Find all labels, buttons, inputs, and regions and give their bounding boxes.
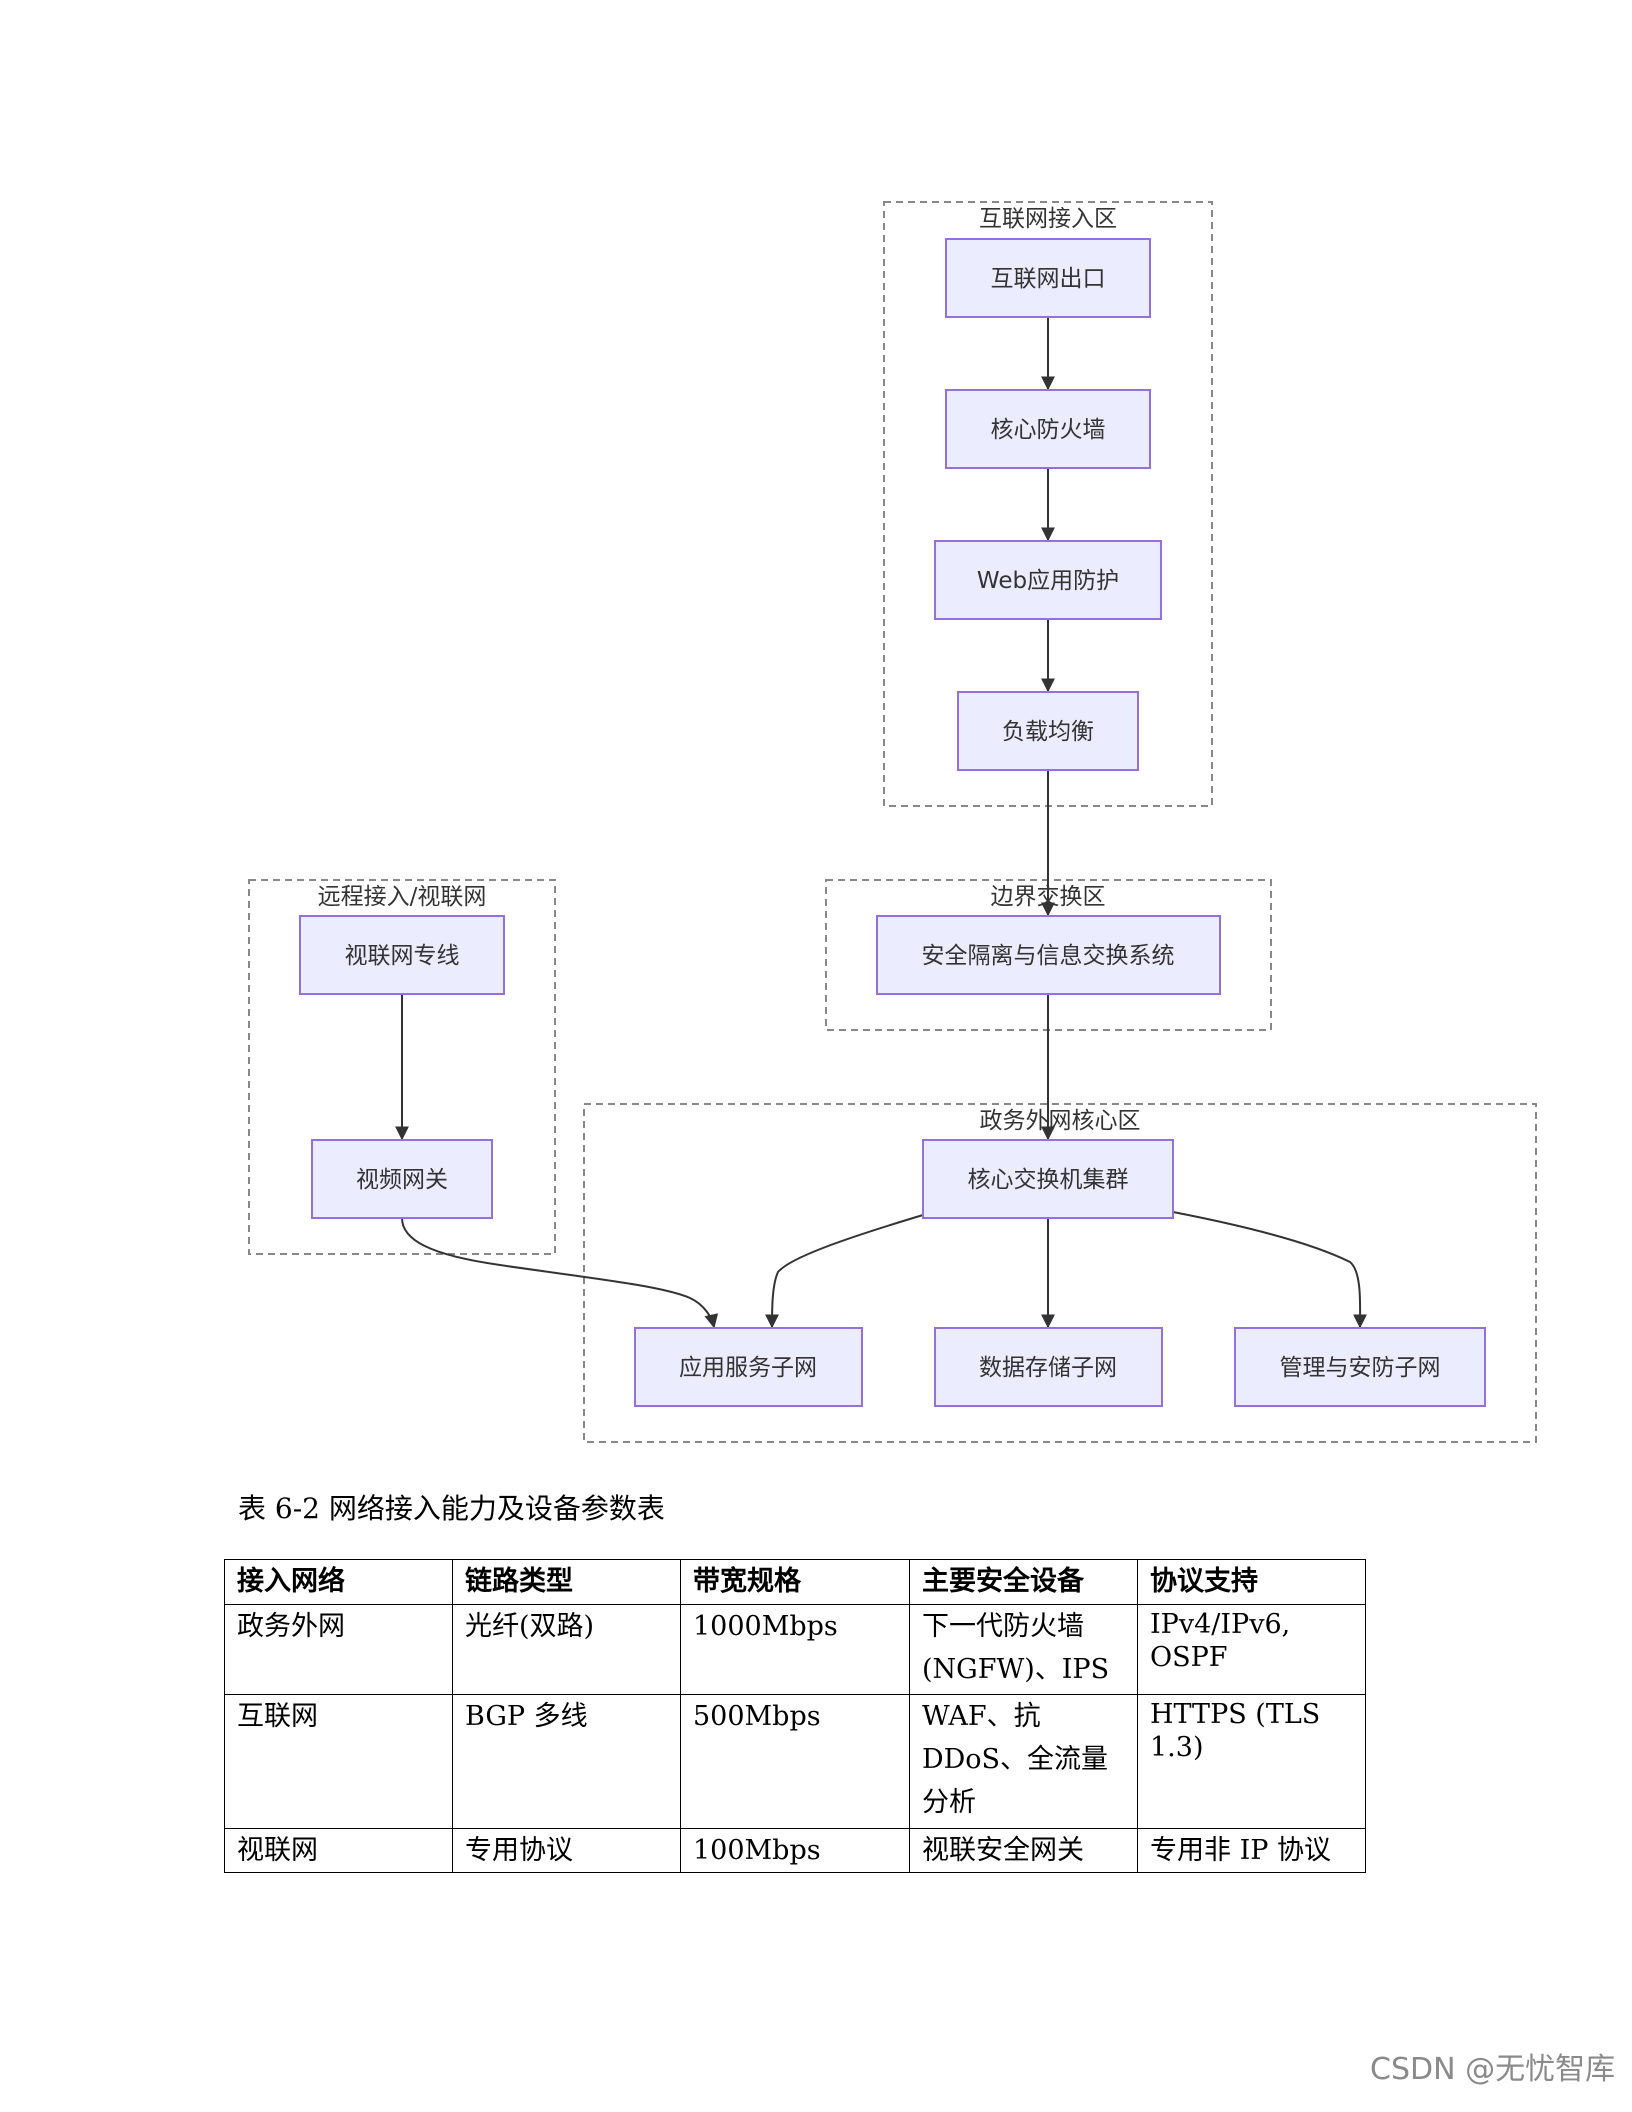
node-video-line: 视联网专线	[299, 915, 505, 995]
table-cell: 光纤(双路)	[452, 1604, 681, 1695]
table-cell: 政务外网	[224, 1604, 453, 1695]
table-cell: HTTPS (TLS 1.3)	[1137, 1694, 1366, 1829]
edge-gateway-to-app	[401, 1217, 719, 1329]
zone-core: 政务外网核心区	[583, 1103, 1537, 1443]
network-params-table: 接入网络 链路类型 带宽规格 主要安全设备 协议支持 政务外网 光纤(双路) 1…	[224, 1559, 1366, 1873]
node-mgmt-security-subnet: 管理与安防子网	[1234, 1327, 1486, 1407]
table-cell: 100Mbps	[680, 1828, 910, 1873]
node-video-gateway: 视频网关	[311, 1139, 493, 1219]
svg-text:核心防火墙: 核心防火墙	[991, 417, 1106, 443]
network-architecture-diagram: 互联网接入区 远程接入/视联网 边界交换区 政务外网核心区 互联网出口 核心防火…	[248, 201, 1537, 1443]
svg-text:核心交换机集群: 核心交换机集群	[968, 1167, 1129, 1193]
node-web-application-firewall: Web应用防护	[934, 540, 1162, 620]
table-header-cell: 链路类型	[452, 1559, 681, 1605]
node-app-service-subnet: 应用服务子网	[634, 1327, 863, 1407]
svg-text:应用服务子网: 应用服务子网	[679, 1355, 817, 1381]
node-core-firewall: 核心防火墙	[945, 389, 1151, 469]
diagram-edges	[395, 318, 1368, 1329]
node-core-switch-cluster: 核心交换机集群	[922, 1139, 1174, 1219]
table-header-cell: 主要安全设备	[909, 1559, 1138, 1605]
table-cell: 1000Mbps	[680, 1604, 910, 1695]
node-internet-exit: 互联网出口	[945, 238, 1151, 318]
table-header-cell: 接入网络	[224, 1559, 453, 1605]
svg-text:管理与安防子网: 管理与安防子网	[1280, 1355, 1441, 1381]
zone-remote-access: 远程接入/视联网	[248, 879, 556, 1255]
table-header-cell: 带宽规格	[680, 1559, 910, 1605]
svg-text:Web应用防护: Web应用防护	[977, 568, 1119, 594]
table-caption: 表 6-2 网络接入能力及设备参数表	[238, 1492, 665, 1525]
table-row: 视联网 专用协议 100Mbps 视联安全网关 专用非 IP 协议	[224, 1828, 1366, 1873]
table-cell: 下一代防火墙(NGFW)、IPS	[909, 1604, 1138, 1695]
table-cell: 互联网	[224, 1694, 453, 1829]
table-header-cell: 协议支持	[1137, 1559, 1366, 1605]
node-data-storage-subnet: 数据存储子网	[934, 1327, 1163, 1407]
table-cell: 视联网	[224, 1828, 453, 1873]
edge-core-to-mgmt	[1172, 1211, 1368, 1329]
svg-text:负载均衡: 负载均衡	[1002, 719, 1094, 745]
table-cell: WAF、抗DDoS、全流量分析	[909, 1694, 1138, 1829]
zone-remote-access-label: 远程接入/视联网	[318, 884, 487, 910]
csdn-watermark: CSDN @无忧智库	[1370, 2052, 1616, 2087]
table-cell: IPv4/IPv6, OSPF	[1137, 1604, 1366, 1695]
svg-text:安全隔离与信息交换系统: 安全隔离与信息交换系统	[922, 943, 1175, 969]
table-cell: 500Mbps	[680, 1694, 910, 1829]
edge-core-to-app	[765, 1214, 924, 1329]
table-cell: BGP 多线	[452, 1694, 681, 1829]
node-security-isolation: 安全隔离与信息交换系统	[876, 915, 1221, 995]
table-cell: 视联安全网关	[909, 1828, 1138, 1873]
table-row: 互联网 BGP 多线 500Mbps WAF、抗DDoS、全流量分析 HTTPS…	[224, 1694, 1366, 1829]
svg-text:数据存储子网: 数据存储子网	[979, 1355, 1117, 1381]
svg-text:互联网出口: 互联网出口	[991, 266, 1106, 292]
svg-text:视联网专线: 视联网专线	[345, 943, 460, 969]
table-cell: 专用非 IP 协议	[1137, 1828, 1366, 1873]
table-header-row: 接入网络 链路类型 带宽规格 主要安全设备 协议支持	[224, 1559, 1366, 1605]
zone-internet-access-label: 互联网接入区	[979, 206, 1117, 232]
table-cell: 专用协议	[452, 1828, 681, 1873]
zone-core-label: 政务外网核心区	[980, 1108, 1141, 1134]
node-load-balancer: 负载均衡	[957, 691, 1139, 771]
svg-text:视频网关: 视频网关	[356, 1167, 448, 1193]
table-row: 政务外网 光纤(双路) 1000Mbps 下一代防火墙(NGFW)、IPS IP…	[224, 1604, 1366, 1695]
